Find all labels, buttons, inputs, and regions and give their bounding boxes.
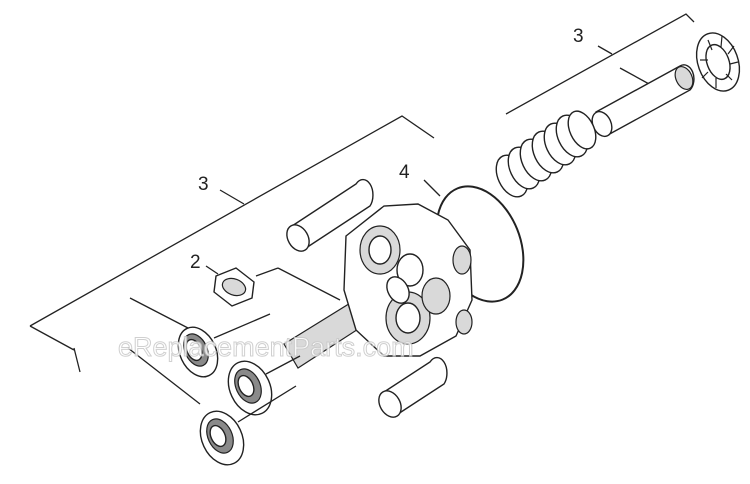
spring [495,110,597,198]
callout-2: 2 [190,252,201,273]
leader-lines [213,313,301,423]
callout-4: 4 [399,162,410,183]
seal-ring-lower [199,410,245,466]
callout-4-leader [423,179,441,197]
valve-insert [213,267,341,307]
valve-housing [283,178,473,418]
watermark: eReplacementParts.com [118,332,414,362]
callout-3-left: 3 [198,174,209,195]
seal-ring-upper [177,326,219,378]
callout-3-top: 3 [573,26,584,47]
seal-ring-middle [227,360,273,416]
bracket-left-group [29,115,435,405]
piston-rod [591,64,695,138]
retaining-ring [695,32,741,92]
callout-2-leader [205,265,219,275]
